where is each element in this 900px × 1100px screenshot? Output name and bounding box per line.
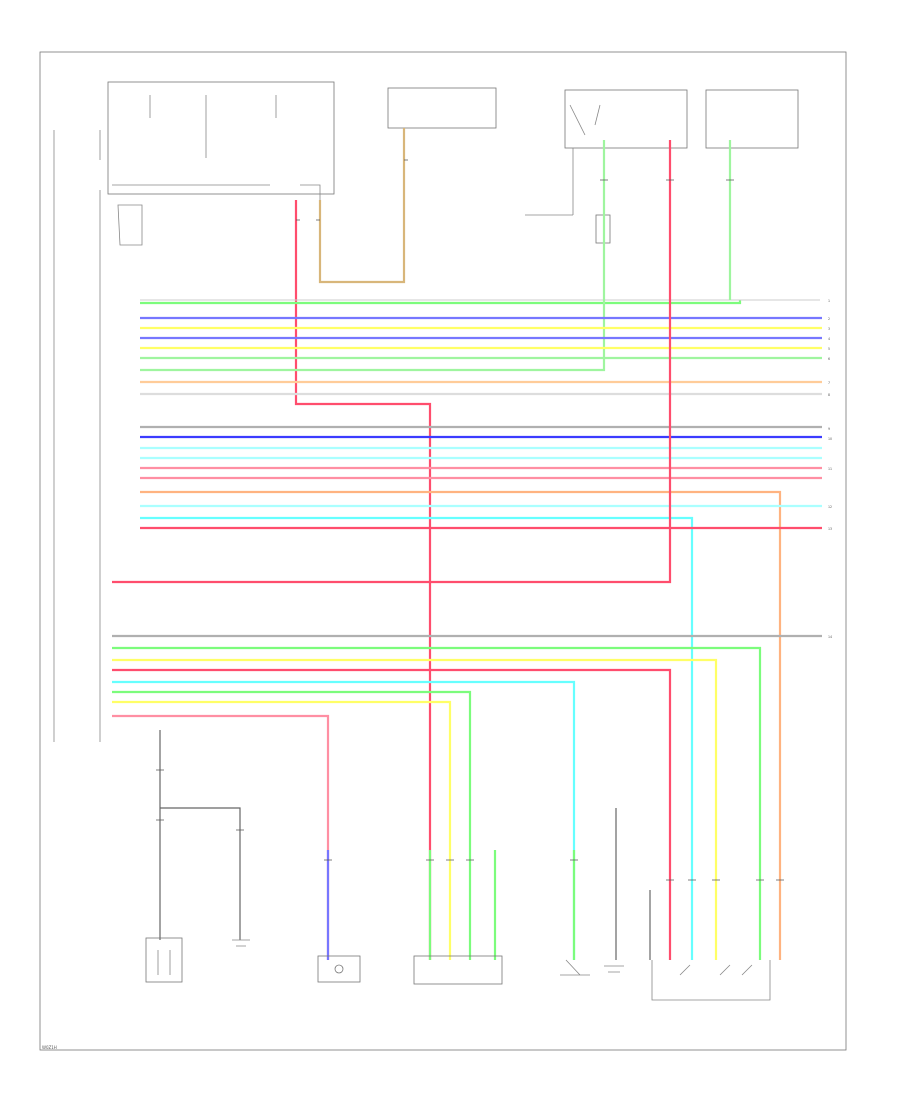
wire-red-main (294, 200, 432, 960)
wire-red-engine (112, 140, 672, 584)
wires (112, 128, 822, 960)
svg-text:3: 3 (828, 327, 830, 331)
motor-symbol (334, 964, 344, 974)
svg-text:13: 13 (828, 527, 832, 531)
wire-ltgreen-luggage (140, 140, 606, 372)
wire-orange-2 (140, 490, 782, 960)
fuse-output-lead (300, 184, 321, 200)
fuse-leads (149, 95, 277, 158)
connector-ticks (156, 159, 784, 881)
wire-pink-lower (112, 714, 330, 960)
svg-text:6: 6 (828, 357, 830, 361)
diagram-frame (39, 51, 847, 1051)
relay-box (387, 87, 497, 129)
wire-green-lower (112, 646, 762, 960)
lock-switch-symbol (560, 959, 590, 976)
gray-wires (159, 730, 651, 960)
motor-assembly-box (651, 960, 771, 1001)
wire-green-lower-2 (112, 690, 472, 960)
wire-cyan-door (140, 516, 694, 960)
engine-room-box (705, 89, 799, 149)
motor-switches (679, 964, 753, 976)
motor-box (317, 955, 361, 983)
svg-text:4: 4 (828, 337, 830, 341)
ground-symbol-2 (604, 965, 624, 973)
wire-cyan-lower (112, 680, 576, 960)
svg-text:14: 14 (828, 635, 832, 639)
svg-text:2: 2 (828, 317, 830, 321)
svg-text:9: 9 (828, 427, 830, 431)
sensor-1-box (145, 937, 183, 983)
luggage-junction-box (564, 89, 688, 149)
ground-symbol (232, 939, 250, 947)
svg-text:7: 7 (828, 381, 830, 385)
relay-symbol (117, 204, 143, 246)
sensor-1-pins (157, 950, 171, 975)
svg-text:12: 12 (828, 505, 832, 509)
svg-text:10: 10 (828, 437, 832, 441)
svg-text:11: 11 (828, 467, 832, 471)
wire-tan (318, 128, 406, 284)
svg-text:1: 1 (828, 299, 830, 303)
wire-dark-2 (160, 807, 241, 940)
switch-symbol (569, 104, 601, 136)
wire-yellow-lower-2 (112, 700, 452, 960)
svg-text:5: 5 (828, 347, 830, 351)
svg-text:8: 8 (828, 393, 830, 397)
footer-code: W0Z1H (42, 1045, 57, 1050)
luggage-ground-lead (525, 148, 574, 216)
wire-green-top (140, 300, 742, 305)
door-control-switch-box (413, 955, 503, 985)
fuse-block-box (107, 81, 335, 195)
wire-red-lower (112, 668, 672, 960)
wire-yellow-lower (112, 658, 718, 960)
